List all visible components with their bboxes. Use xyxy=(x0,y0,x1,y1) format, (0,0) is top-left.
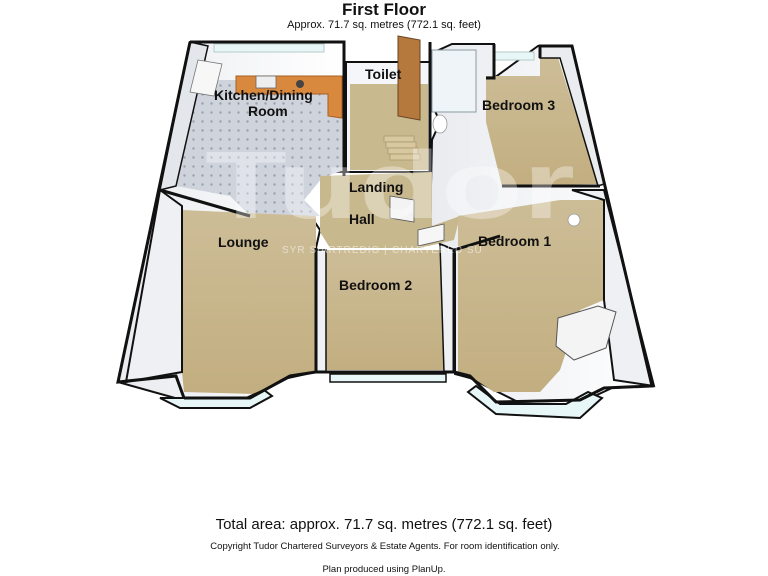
total-area: Total area: approx. 71.7 sq. metres (772… xyxy=(215,516,553,533)
bedroom-1-basin xyxy=(567,213,581,227)
shower-enclosure xyxy=(431,49,477,113)
toilet-room xyxy=(345,35,477,173)
kitchen-label-line1: Kitchen/Dining xyxy=(214,87,313,103)
planup-credit: Plan produced using PlanUp. xyxy=(322,564,446,575)
kitchen-dining-room xyxy=(159,41,344,216)
hall-door xyxy=(417,223,445,247)
watermark-strapline-left: SYR SIARTREDIG xyxy=(282,245,380,256)
bedroom-3-window xyxy=(493,51,535,61)
kitchen-hob xyxy=(296,80,304,88)
kitchen-sink xyxy=(255,75,277,89)
watermark: Tudor SYR SIARTREDIG | CHARTERED SU xyxy=(205,132,575,256)
bedroom-1-label: Bedroom 1 xyxy=(478,233,551,249)
hall-label: Hall xyxy=(349,211,375,227)
copyright-notice: Copyright Tudor Chartered Surveyors & Es… xyxy=(210,541,560,552)
bedroom-3-label: Bedroom 3 xyxy=(482,97,555,113)
bedroom-2-label: Bedroom 2 xyxy=(339,277,412,293)
watermark-divider: | xyxy=(384,245,388,256)
bedroom-1-wardrobe xyxy=(555,305,617,361)
landing-hall xyxy=(320,172,460,248)
kitchen-window xyxy=(213,43,325,53)
lounge-label: Lounge xyxy=(218,234,269,250)
watermark-strapline-right: CHARTERED SU xyxy=(392,245,483,256)
lounge xyxy=(124,188,316,409)
watermark-brand: Tudor xyxy=(205,132,575,239)
toilet-door xyxy=(397,35,421,121)
wall-outlines xyxy=(116,40,654,404)
kitchen-label-line2: Room xyxy=(248,103,288,119)
bedroom-2 xyxy=(315,242,455,383)
landing-door xyxy=(389,195,415,223)
floor-title: First Floor xyxy=(341,0,427,19)
floor-area-subtitle: Approx. 71.7 sq. metres (772.1 sq. feet) xyxy=(287,19,481,31)
stairs xyxy=(383,135,421,161)
room-labels: Kitchen/Dining Room Toilet Bedroom 3 Lan… xyxy=(214,66,555,293)
bedroom-2-window xyxy=(329,373,447,383)
landing-label: Landing xyxy=(349,179,403,195)
toilet-wc xyxy=(432,114,448,134)
toilet-label: Toilet xyxy=(365,66,402,82)
